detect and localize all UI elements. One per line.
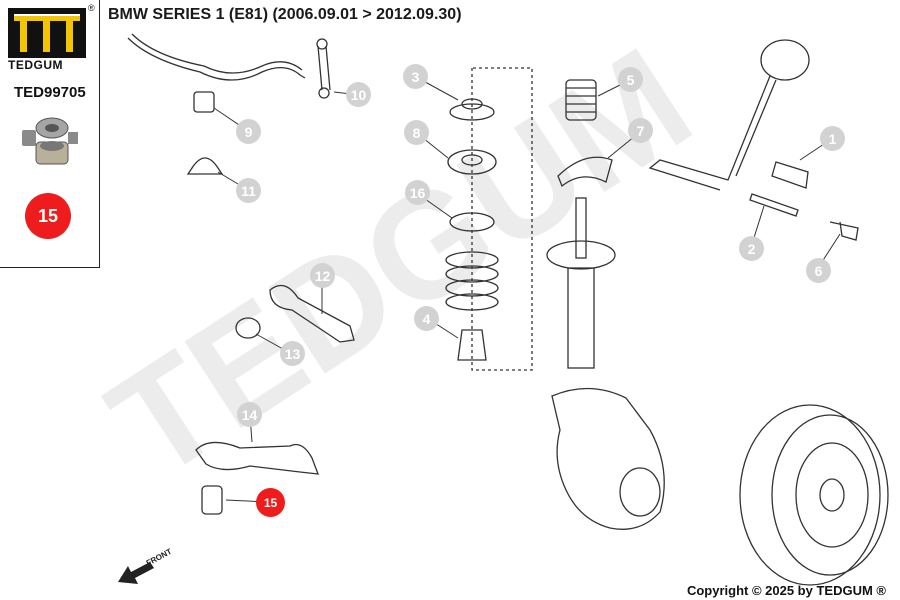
spring-seat bbox=[557, 156, 613, 188]
page-title: BMW SERIES 1 (E81) (2006.09.01 > 2012.09… bbox=[108, 6, 462, 23]
tie-rod bbox=[749, 193, 799, 217]
callout-10[interactable]: 10 bbox=[346, 82, 371, 107]
callout-11[interactable]: 11 bbox=[236, 178, 261, 203]
highlighted-position-badge: 15 bbox=[25, 193, 71, 239]
callout-4[interactable]: 4 bbox=[414, 306, 439, 331]
stabilizer-bushing bbox=[193, 91, 215, 113]
front-arrow-icon bbox=[118, 562, 154, 584]
arm-bushing bbox=[235, 317, 261, 339]
steering-wheel bbox=[760, 39, 810, 81]
product-thumbnail-icon bbox=[22, 117, 78, 165]
control-arm-upper bbox=[269, 284, 355, 343]
callout-2[interactable]: 2 bbox=[739, 236, 764, 261]
brand-name: TEDGUM bbox=[8, 58, 63, 72]
strut-bearing bbox=[447, 149, 497, 175]
callout-16[interactable]: 16 bbox=[405, 180, 430, 205]
control-arm-lower bbox=[195, 441, 319, 475]
steering-column bbox=[648, 75, 777, 191]
tie-rod-boot bbox=[771, 161, 809, 189]
link-rod bbox=[317, 45, 331, 91]
callout-8[interactable]: 8 bbox=[404, 120, 429, 145]
lower-arm-bushing bbox=[201, 485, 223, 515]
stabilizer-clamp bbox=[186, 157, 224, 175]
callout-14[interactable]: 14 bbox=[237, 402, 262, 427]
stabilizer-bar bbox=[127, 37, 306, 81]
tie-rod-end bbox=[829, 221, 859, 241]
callout-13[interactable]: 13 bbox=[280, 341, 305, 366]
front-label: FRONT bbox=[145, 547, 174, 568]
callout-1[interactable]: 1 bbox=[820, 126, 845, 151]
wheel-tire bbox=[739, 404, 881, 586]
callout-15-highlighted[interactable]: 15 bbox=[256, 488, 285, 517]
callout-7[interactable]: 7 bbox=[628, 118, 653, 143]
copyright-text: Copyright © 2025 by TEDGUM ® bbox=[686, 583, 886, 598]
callout-6[interactable]: 6 bbox=[806, 258, 831, 283]
part-number: TED99705 bbox=[14, 84, 86, 101]
brand-logo-icon bbox=[8, 8, 86, 58]
steering-knuckle bbox=[551, 387, 665, 530]
registered-mark: ® bbox=[88, 3, 95, 13]
dust-boot bbox=[565, 79, 597, 121]
callout-5[interactable]: 5 bbox=[618, 67, 643, 92]
callout-12[interactable]: 12 bbox=[310, 263, 335, 288]
shock-absorber bbox=[575, 197, 587, 259]
sidebar-panel: ® TEDGUM TED99705 15 bbox=[0, 0, 100, 268]
callout-9[interactable]: 9 bbox=[236, 119, 261, 144]
callout-3[interactable]: 3 bbox=[403, 64, 428, 89]
bump-stop bbox=[457, 329, 487, 361]
